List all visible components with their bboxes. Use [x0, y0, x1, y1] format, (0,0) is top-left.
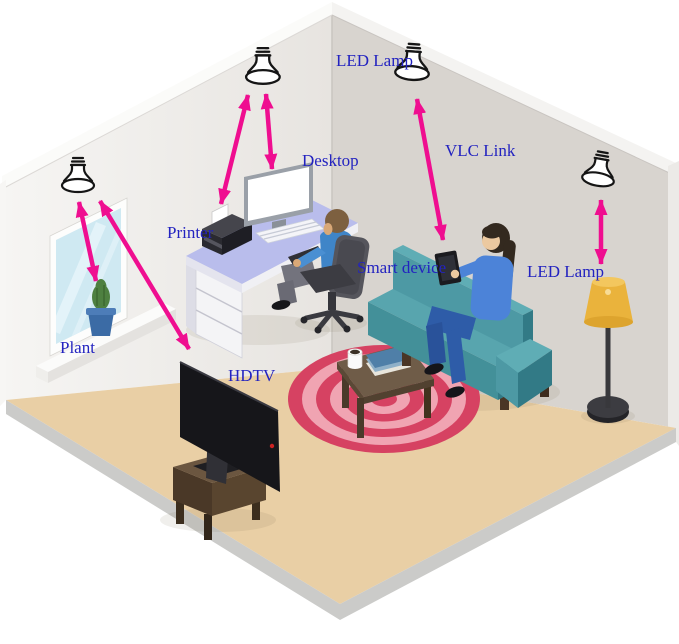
led-lamp-right-label: LED Lamp: [527, 262, 604, 281]
wall-right-outer-edge: [668, 161, 679, 446]
woman-shoe: [445, 386, 465, 398]
plant-pot-rim: [86, 308, 116, 315]
woman-torso: [470, 255, 514, 321]
chair-column: [328, 292, 336, 310]
drawer-seam: [195, 309, 243, 335]
lamp-shade: [584, 282, 633, 322]
ceiling-trim-left: [2, 2, 332, 189]
couch-armrest-top: [496, 339, 552, 373]
plant-pot: [88, 312, 114, 336]
woman-shoe: [424, 363, 444, 375]
books: [366, 346, 411, 376]
lamp-shade-bottom: [584, 316, 633, 328]
window-sill-side: [36, 366, 48, 383]
keyboard-row: [263, 224, 321, 240]
floor: [6, 368, 676, 604]
man-arm: [294, 247, 326, 268]
hdtv: [173, 361, 280, 540]
printer-label: Printer: [167, 223, 214, 242]
vlc-link-label: VLC Link: [445, 141, 516, 160]
printer-top: [202, 214, 252, 238]
tv-panel: [180, 362, 280, 492]
book: [366, 346, 411, 368]
tv-stand-front-left: [173, 467, 212, 516]
wall-left-outer-edge: [0, 180, 6, 406]
tv-stand-leg: [252, 496, 260, 520]
couch-armrest-end: [518, 350, 552, 408]
plant-label: Plant: [60, 338, 95, 357]
vlc-link-lamp-to-plant: [75, 201, 100, 282]
woman-shin: [426, 322, 446, 366]
mug: [347, 348, 363, 369]
hdtv-label: HDTV: [228, 366, 276, 385]
smart-device-label: Smart device: [357, 258, 446, 277]
labels: LED Lamp VLC Link Desktop Printer Smart …: [60, 51, 604, 385]
ceiling-trim-right-edge: [331, 14, 679, 178]
couch-leg: [500, 394, 509, 410]
mug-opening: [350, 349, 360, 355]
ceiling-trim-right: [332, 2, 678, 177]
person-on-couch: [424, 223, 516, 398]
couch-leg: [402, 350, 411, 366]
desktop-label: Desktop: [302, 151, 359, 170]
man-face: [323, 223, 333, 235]
vlc-link-lamp-to-smart-device: [413, 98, 447, 241]
printer-tray: [204, 236, 222, 249]
vlc-link-lamp-to-printer: [218, 94, 251, 205]
couch-back: [393, 250, 523, 360]
drawer-seam: [195, 287, 243, 313]
woman-hand: [450, 269, 460, 279]
lamp-shade-top: [592, 277, 625, 287]
man-hand: [293, 259, 301, 267]
table-leg: [424, 380, 431, 418]
tv-panel-top-edge: [179, 361, 279, 412]
tv-stand-leg: [204, 514, 212, 540]
printer-side: [222, 223, 252, 255]
chair-base-legs: [303, 309, 361, 331]
vlc-link-lamp-to-desktop: [260, 93, 278, 170]
man-shin: [277, 280, 297, 306]
floor-lamp: [584, 277, 633, 423]
lamp-stem: [605, 324, 611, 408]
office-chair: [300, 235, 370, 334]
tv-standby-led: [269, 443, 275, 449]
ceiling-trim-left-edge: [1, 14, 333, 190]
table-edge-left: [337, 362, 364, 404]
desk-drawer-side: [186, 258, 196, 334]
floor-slab-edge: [6, 400, 676, 620]
desktop-computer: [244, 162, 337, 244]
chair-wheels: [300, 315, 364, 334]
man-shoe: [271, 300, 291, 310]
monitor-screen: [248, 167, 309, 221]
led-lamp-top-label: LED Lamp: [336, 51, 413, 70]
woman-fringe: [482, 225, 502, 239]
vlc-links: [75, 93, 608, 351]
woman-shin: [446, 328, 466, 384]
printer: [202, 203, 252, 255]
tv-stand-leg: [176, 498, 184, 524]
table-leg: [357, 398, 364, 438]
woman-thigh: [426, 306, 476, 340]
lamp-highlight: [605, 289, 611, 295]
couch-armrest-front: [496, 356, 518, 408]
keyboard-row: [259, 221, 317, 237]
table-leg: [342, 366, 349, 408]
chair-seat: [300, 264, 356, 293]
vlc-link-lamp-to-hdtv: [98, 199, 191, 351]
table-edge-right: [364, 379, 434, 404]
desk-left-edge: [186, 256, 242, 293]
